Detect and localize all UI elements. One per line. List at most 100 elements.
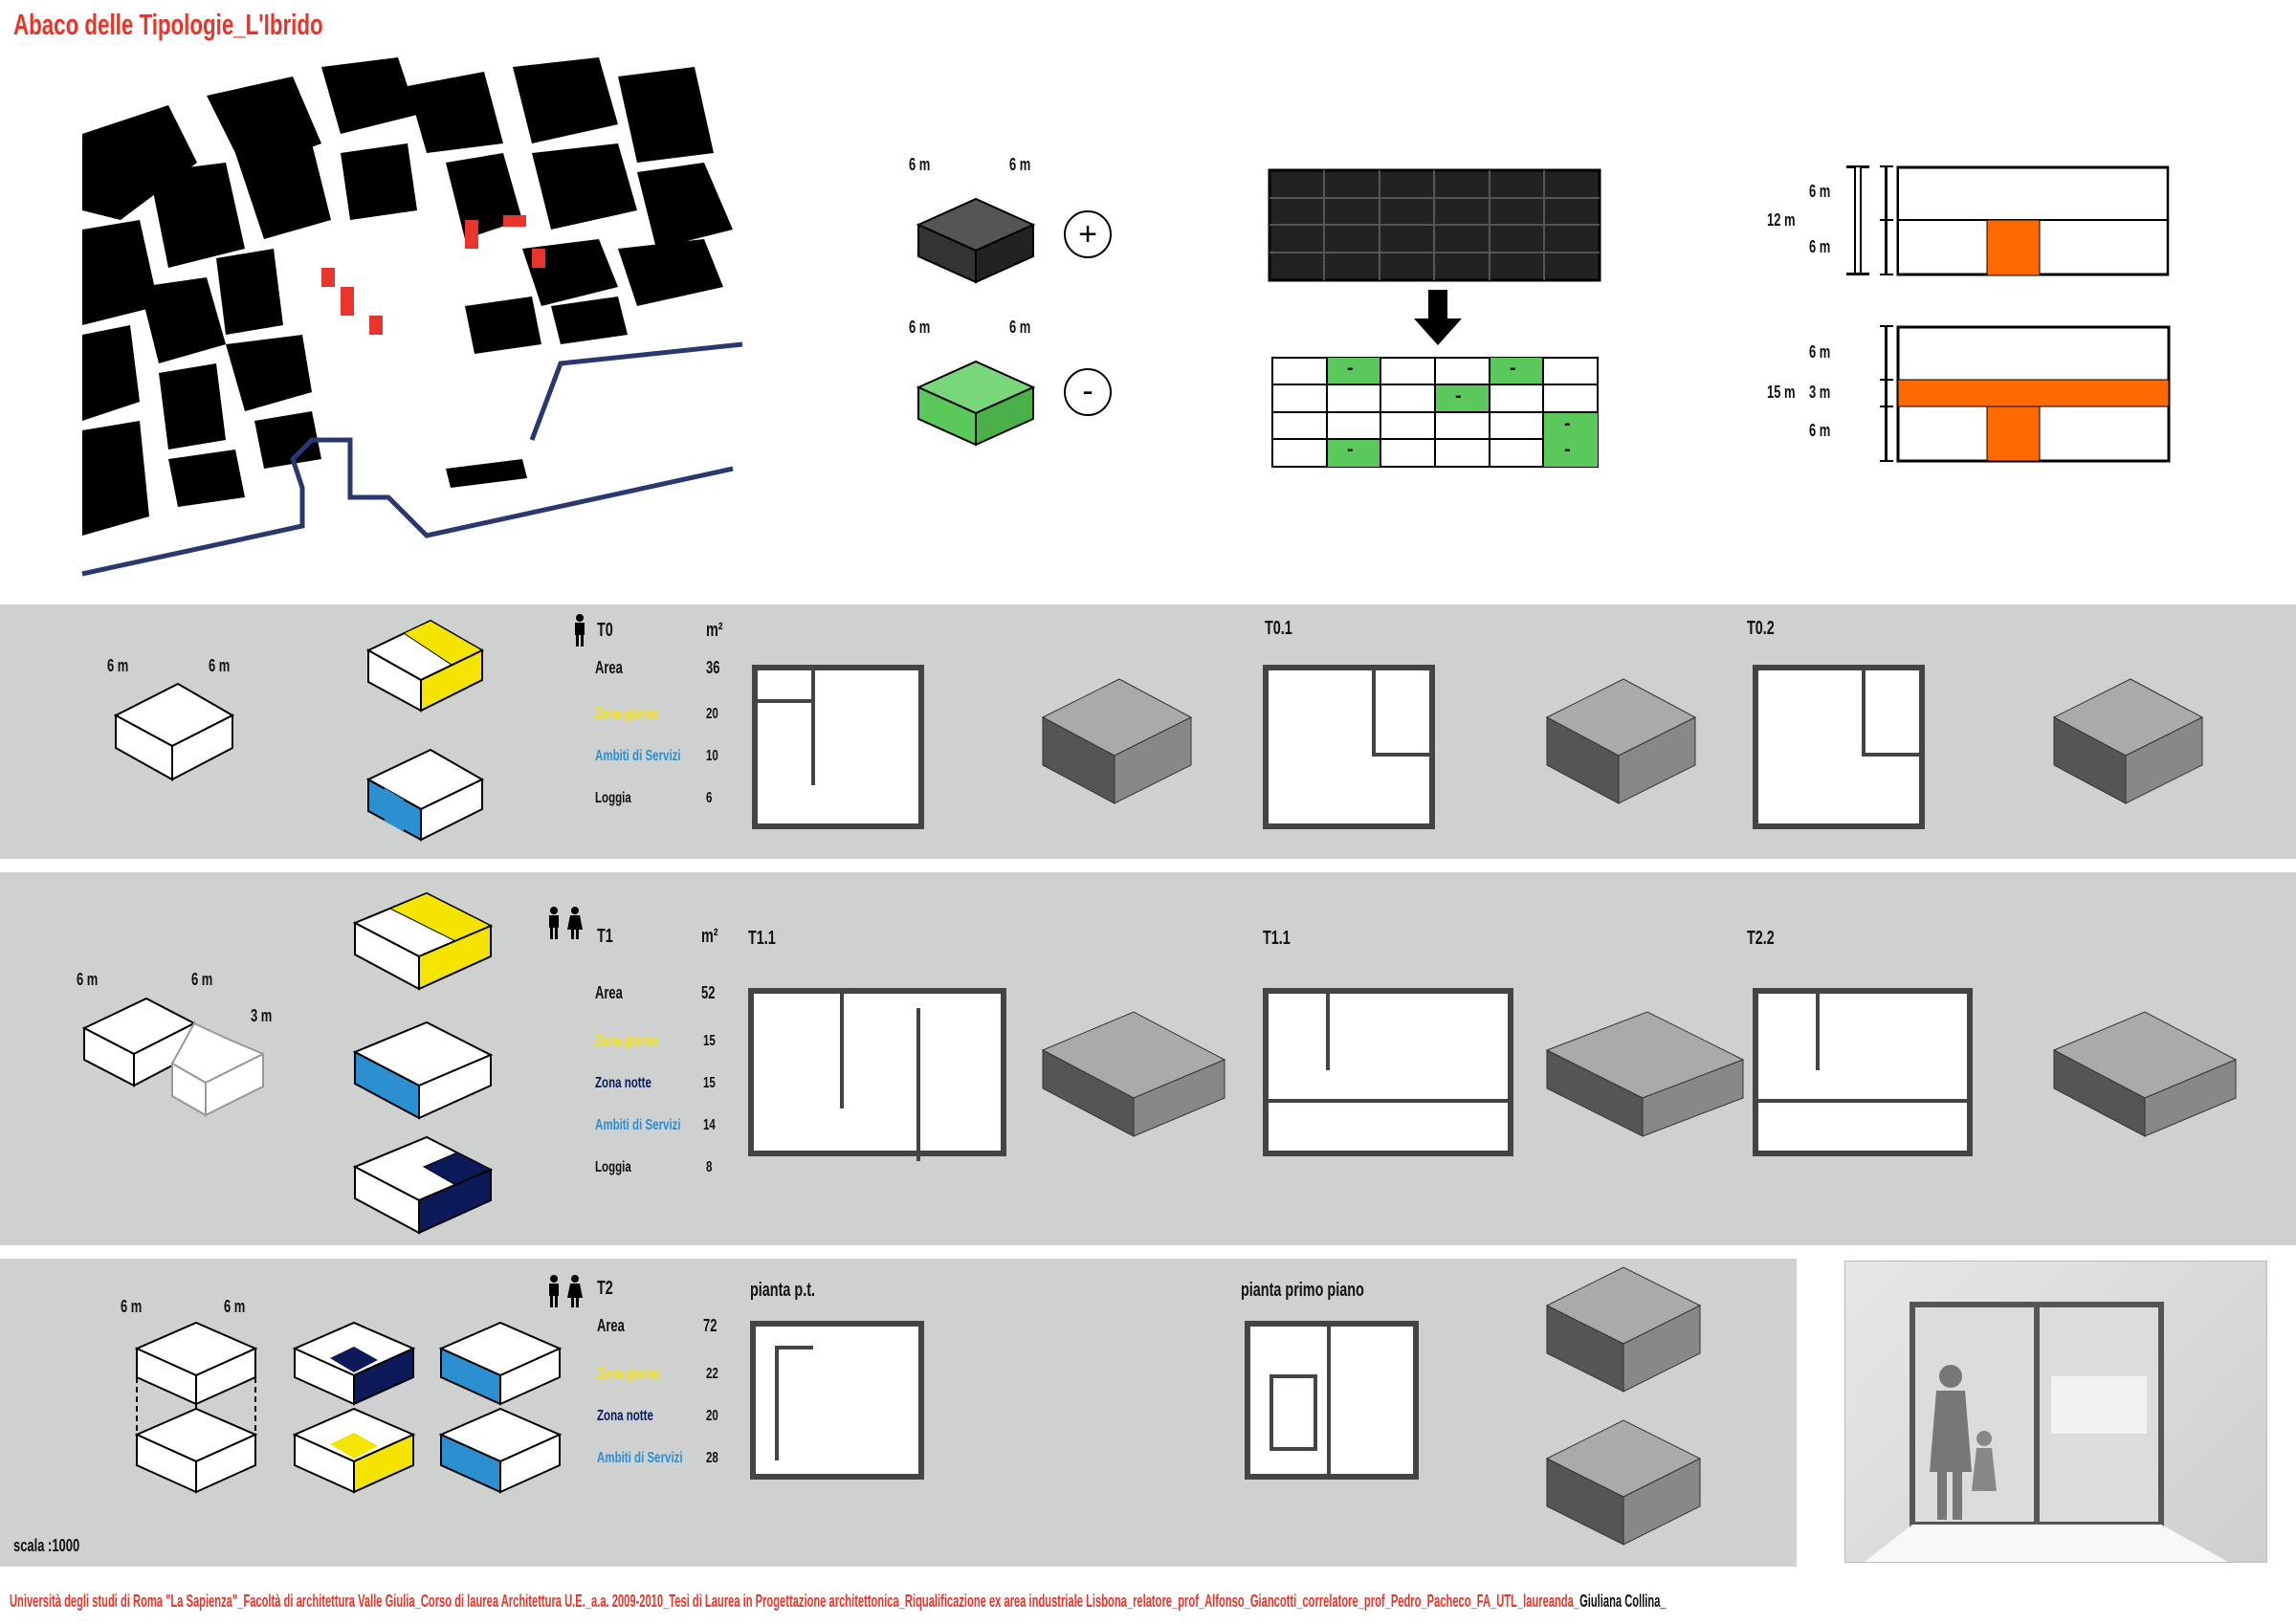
t0-base-cube: [113, 682, 235, 781]
t1-row-value: 15: [703, 1075, 716, 1091]
t2-axo-upper: [1545, 1266, 1702, 1393]
t0-row-value: 36: [706, 658, 720, 677]
t2-row-value: 28: [706, 1450, 718, 1466]
cell-minus: -: [1455, 385, 1462, 406]
dark-grid: [1268, 168, 1601, 282]
black-cube: [916, 197, 1036, 284]
t2-plan-label-1: pianta p.t.: [750, 1280, 816, 1301]
t11b-plan: [1263, 988, 1513, 1156]
t2-row-label: Ambiti di Servizi: [597, 1450, 683, 1466]
t1-base-cubes: [81, 997, 266, 1117]
t1-code: T1: [597, 926, 613, 947]
t0-row-label: Area: [595, 658, 623, 677]
site-map: [81, 57, 743, 579]
t1-yellow-cube: [352, 891, 494, 991]
t1-dim-b: 6 m: [191, 970, 213, 989]
cell-minus: -: [1564, 413, 1571, 434]
t0-row-value: 10: [706, 748, 718, 764]
t1-navy-cube: [352, 1135, 494, 1235]
t02-plan: [1753, 665, 1925, 829]
t0-yellow-cube: [365, 619, 485, 713]
green-cell-grid: [1271, 357, 1599, 468]
interior-render: [1844, 1261, 2267, 1563]
cell-minus: -: [1347, 439, 1354, 460]
t1-row-label: Zona giorno: [595, 1033, 659, 1049]
section-12m: [1846, 165, 2170, 276]
minus-circle: -: [1064, 368, 1112, 416]
t22-plan: [1753, 988, 1973, 1156]
t1-row-value: 14: [703, 1117, 716, 1133]
t0-dim-a: 6 m: [107, 656, 129, 675]
sec15-middle: 3 m: [1809, 383, 1831, 402]
t1-blue-cube: [352, 1020, 494, 1120]
t01-axo: [1545, 678, 1697, 804]
t1-row-label: Loggia: [595, 1159, 631, 1175]
t0-row-value: 6: [706, 790, 713, 806]
t0-dim-b: 6 m: [209, 656, 231, 675]
t1-row-label: Area: [595, 983, 623, 1002]
t2-dim-a: 6 m: [121, 1297, 143, 1316]
sec15-total: 15 m: [1767, 383, 1796, 402]
couple-icon-2: [549, 1275, 583, 1307]
couple-icon: [549, 907, 583, 939]
footer-credits: Università degli studi di Roma "La Sapie…: [10, 1591, 1667, 1612]
t2-dim-b: 6 m: [224, 1297, 246, 1316]
sec12-lower: 6 m: [1809, 237, 1831, 256]
cell-minus: -: [1510, 358, 1516, 379]
cell-minus: -: [1347, 358, 1354, 379]
t2-first-plan: [1245, 1321, 1419, 1480]
cell-minus: -: [1564, 439, 1571, 460]
t0-axo: [1041, 678, 1193, 804]
t1-dim-c: 3 m: [251, 1006, 273, 1025]
t0-variant-1: T0.1: [1265, 618, 1292, 639]
t2-stacked-cubes: [134, 1321, 258, 1494]
t0-row-label: Ambiti di Servizi: [595, 748, 681, 764]
t02-axo: [2052, 678, 2204, 804]
cube-dim-b: 6 m: [1009, 155, 1031, 174]
sec15-lower: 6 m: [1809, 421, 1831, 440]
t2-row-value: 20: [706, 1408, 718, 1424]
t11-plan: [748, 988, 1006, 1161]
t2-row-value: 22: [706, 1366, 718, 1382]
scale-label: scala :1000: [13, 1536, 80, 1555]
single-person-icon: [575, 614, 585, 647]
t1-dim-a: 6 m: [77, 970, 99, 989]
t2-row-label: Area: [597, 1316, 625, 1335]
t1-row-label: Ambiti di Servizi: [595, 1117, 681, 1133]
t0-code: T0: [597, 620, 613, 641]
t1-unit: m²: [701, 926, 718, 947]
t1-row-value: 8: [706, 1159, 713, 1175]
t2-row-value: 72: [703, 1316, 718, 1335]
t1-variant-2: T1.1: [1263, 928, 1291, 949]
page-title: Abaco delle Tipologie_L'Ibrido: [13, 8, 323, 41]
t0-variant-2: T0.2: [1747, 618, 1775, 639]
t0-blue-cube: [365, 748, 485, 842]
t01-plan: [1263, 665, 1435, 829]
sec12-upper: 6 m: [1809, 182, 1831, 201]
t1-variant-3: T2.2: [1747, 928, 1775, 949]
t2-ground-plan: [750, 1321, 924, 1480]
t11-axo: [1041, 1011, 1226, 1137]
t1-variant-1: T1.1: [748, 928, 776, 949]
t2-code: T2: [597, 1278, 613, 1299]
cube-dim-b-2: 6 m: [1009, 318, 1031, 337]
t2-row-label: Zona notte: [597, 1408, 653, 1424]
t1-row-value: 15: [703, 1033, 716, 1049]
green-cube: [916, 360, 1036, 447]
footer-text: Università degli studi di Roma "La Sapie…: [10, 1591, 1580, 1611]
t2-plan-label-2: pianta primo piano: [1241, 1280, 1364, 1301]
t0-plan: [752, 665, 924, 829]
t0-row-value: 20: [706, 706, 718, 722]
t0-unit: m²: [706, 620, 723, 641]
plus-circle: +: [1064, 210, 1112, 258]
arrow-down-icon: [1414, 290, 1462, 345]
t22-axo: [2052, 1011, 2238, 1137]
t2-axo-lower: [1545, 1419, 1702, 1546]
t2-row-label: Zona giorno: [597, 1366, 661, 1382]
sec12-total: 12 m: [1767, 210, 1796, 230]
t1-row-label: Zona notte: [595, 1075, 651, 1091]
cube-dim-a-2: 6 m: [909, 318, 931, 337]
sec15-upper: 6 m: [1809, 342, 1831, 362]
section-15m: [1880, 325, 2171, 463]
t11b-axo: [1545, 1011, 1745, 1137]
